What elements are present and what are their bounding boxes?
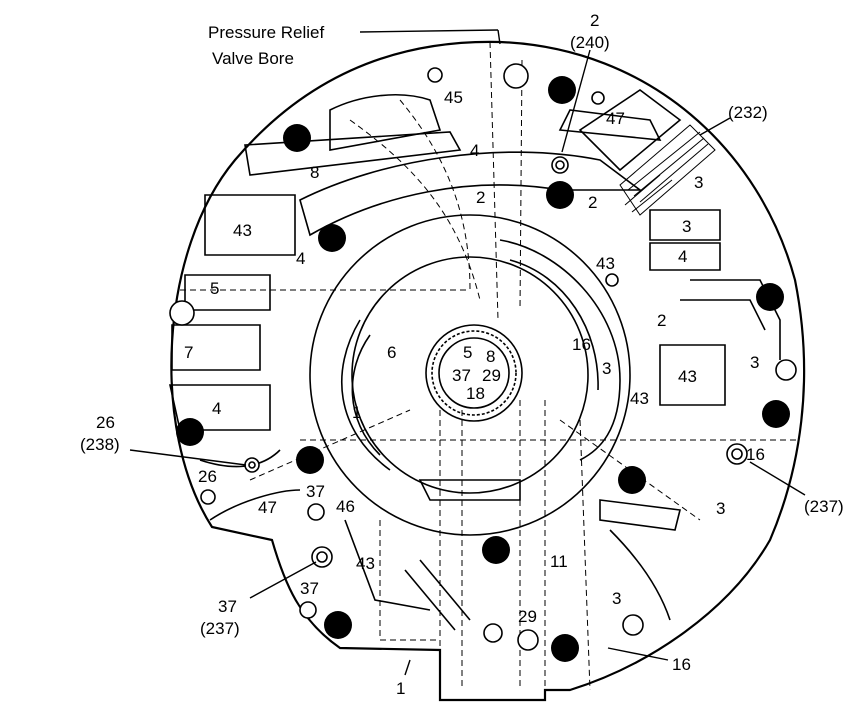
passage-label: 43 <box>596 254 615 273</box>
bolt-holes <box>176 76 790 662</box>
passage-label: 3 <box>602 359 611 378</box>
callout-16-bottom: 16 <box>672 655 691 674</box>
callout-37-line2: (237) <box>200 619 240 638</box>
passage-label: 43 <box>678 367 697 386</box>
passage-label: 43 <box>233 221 252 240</box>
dashed-passages <box>180 41 800 691</box>
passage-label: 2 <box>476 188 485 207</box>
passage-label: 47 <box>258 498 277 517</box>
passage-label: 16 <box>572 335 591 354</box>
relief-valve-hatch <box>619 124 716 216</box>
bolt-hole <box>318 224 346 252</box>
passage-label: 26 <box>198 467 217 486</box>
passage-label: 11 <box>550 552 568 571</box>
passage-label: 4 <box>678 247 687 266</box>
pressure-relief-label-line1: Pressure Relief <box>208 23 324 42</box>
passage-label: 29 <box>518 607 537 626</box>
hub-labels: 5 8 37 29 18 <box>452 343 501 403</box>
callout-1-bottom: 1 <box>396 679 405 698</box>
callout-237-right: (237) <box>804 497 844 516</box>
passage-label: 3 <box>612 589 621 608</box>
bolt-hole <box>548 76 576 104</box>
passage-labels: 45 47 4 8 3 2 2 43 3 4 4 5 43 2 7 6 16 3… <box>184 88 765 626</box>
center-hub <box>425 324 523 422</box>
leader-lines <box>129 29 806 676</box>
bolt-hole <box>324 611 352 639</box>
passage-label: 3 <box>682 217 691 236</box>
hub-label: 29 <box>482 366 501 385</box>
passage-label: 4 <box>296 249 305 268</box>
bolt-hole <box>296 446 324 474</box>
passage-label: 5 <box>210 279 219 298</box>
callout-2-line1: 2 <box>590 11 599 30</box>
bolt-hole <box>756 283 784 311</box>
callout-37-line1: 37 <box>218 597 237 616</box>
passage-label: 4 <box>212 399 221 418</box>
passage-label: 3 <box>716 499 725 518</box>
passage-label: 8 <box>310 163 319 182</box>
bolt-hole <box>551 634 579 662</box>
hub-label: 18 <box>466 384 485 403</box>
passage-label: 45 <box>444 88 463 107</box>
bolt-hole <box>176 418 204 446</box>
passage-label: 46 <box>336 497 355 516</box>
open-holes <box>169 63 797 651</box>
pressure-relief-label-line2: Valve Bore <box>212 49 294 68</box>
passage-label: 47 <box>606 109 625 128</box>
passage-label: 6 <box>387 343 396 362</box>
plate-outline <box>170 40 806 702</box>
passage-label: 43 <box>630 389 649 408</box>
passage-label: 3 <box>694 173 703 192</box>
passage-label: 1 <box>352 403 361 422</box>
passage-label: 2 <box>588 193 597 212</box>
passage-label: 37 <box>300 579 319 598</box>
hub-label: 37 <box>452 366 471 385</box>
bolt-hole <box>762 400 790 428</box>
hub-label: 8 <box>486 347 495 366</box>
bolt-hole <box>546 181 574 209</box>
bolt-hole <box>482 536 510 564</box>
bolt-hole <box>618 466 646 494</box>
passage-label: 37 <box>306 482 325 501</box>
callout-26-line2: (238) <box>80 435 120 454</box>
passage-label: 7 <box>184 343 193 362</box>
bolt-hole <box>283 124 311 152</box>
passage-label: 2 <box>657 311 666 330</box>
passage-label: 3 <box>750 353 759 372</box>
callout-2-line2: (240) <box>570 33 610 52</box>
fluid-channels <box>169 89 781 631</box>
passage-label: 4 <box>470 141 479 160</box>
passage-label: 43 <box>356 554 375 573</box>
passage-label: 16 <box>746 445 765 464</box>
callout-232: (232) <box>728 103 768 122</box>
callout-26-line1: 26 <box>96 413 115 432</box>
hub-label: 5 <box>463 343 472 362</box>
